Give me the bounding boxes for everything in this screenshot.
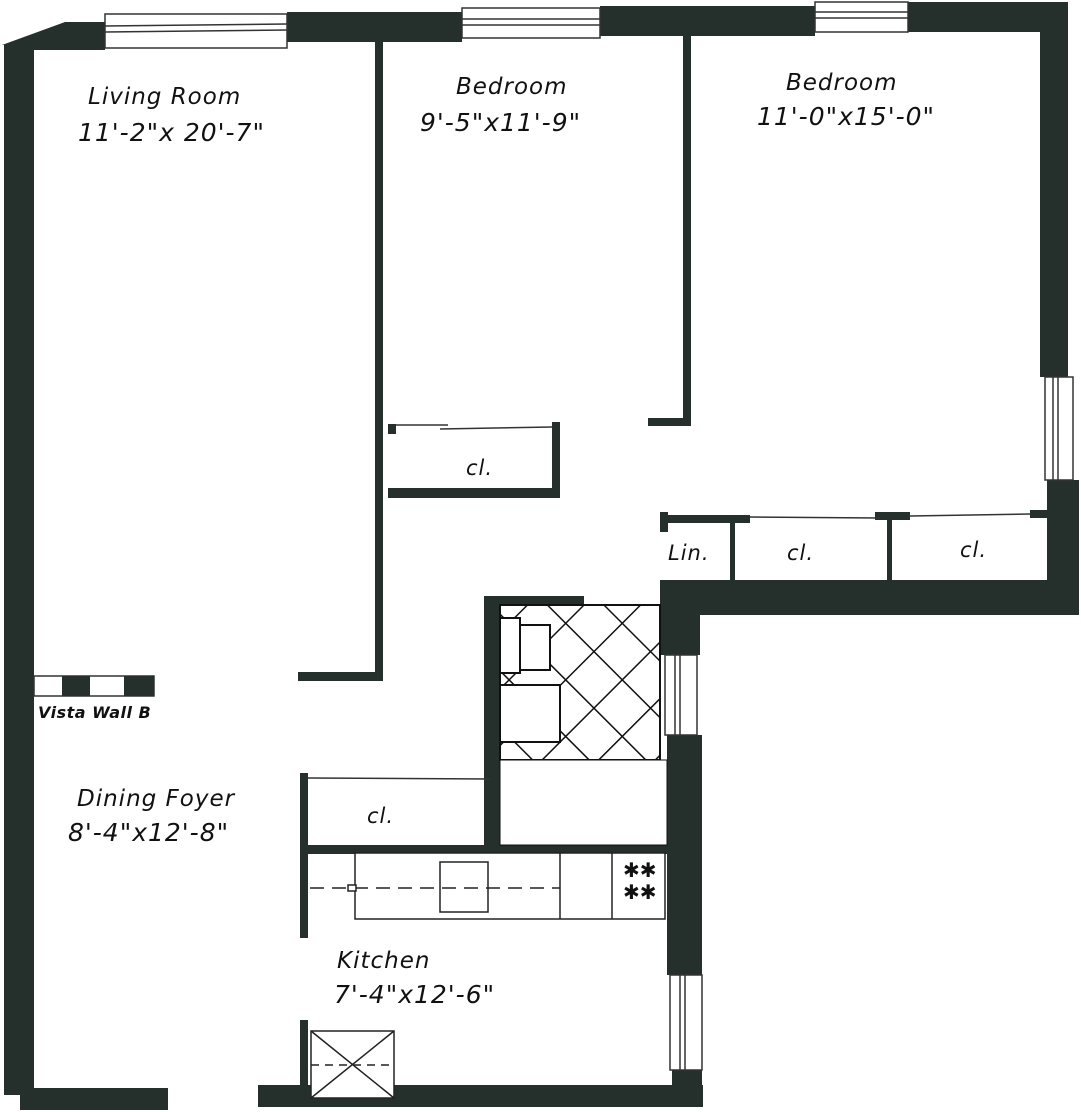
vista-wall-b — [33, 675, 155, 697]
room-name-bedroom-1: Bedroom — [456, 74, 568, 100]
room-name-dining-foyer: Dining Foyer — [77, 786, 236, 812]
room-dim-bedroom-2: 11'-0"x15'-0" — [757, 102, 936, 131]
room-name-bedroom-2: Bedroom — [786, 70, 898, 96]
windows — [104, 1, 1074, 1071]
room-dim-bedroom-1: 9'-5"x11'-9" — [420, 108, 582, 137]
linen-closet-label: Lin. — [668, 541, 710, 565]
closet-label-foyer: cl. — [367, 804, 395, 828]
bathroom — [499, 604, 668, 846]
room-dim-living-room: 11'-2"x 20'-7" — [78, 118, 265, 147]
room-name-living-room: Living Room — [88, 84, 242, 110]
room-dim-kitchen: 7'-4"x12'-6" — [334, 980, 496, 1009]
closet-doors — [307, 424, 1031, 780]
closet-label-bedroom-1: cl. — [466, 456, 494, 480]
room-dim-dining-foyer: 8'-4"x12'-8" — [68, 818, 230, 847]
interior-walls — [298, 36, 1048, 1088]
stove-burner-icon: ✱✱ ✱✱ — [623, 858, 657, 904]
closet-label-bedroom-2a: cl. — [787, 541, 815, 565]
sink-icon — [439, 861, 489, 913]
vista-wall-label: Vista Wall B — [38, 703, 152, 722]
kitchen-counter — [310, 852, 666, 920]
refrigerator-icon — [310, 1030, 395, 1099]
svg-text:✱✱: ✱✱ — [623, 880, 657, 904]
room-name-kitchen: Kitchen — [337, 948, 431, 974]
svg-text:✱✱: ✱✱ — [623, 858, 657, 882]
closet-label-bedroom-2b: cl. — [960, 538, 988, 562]
